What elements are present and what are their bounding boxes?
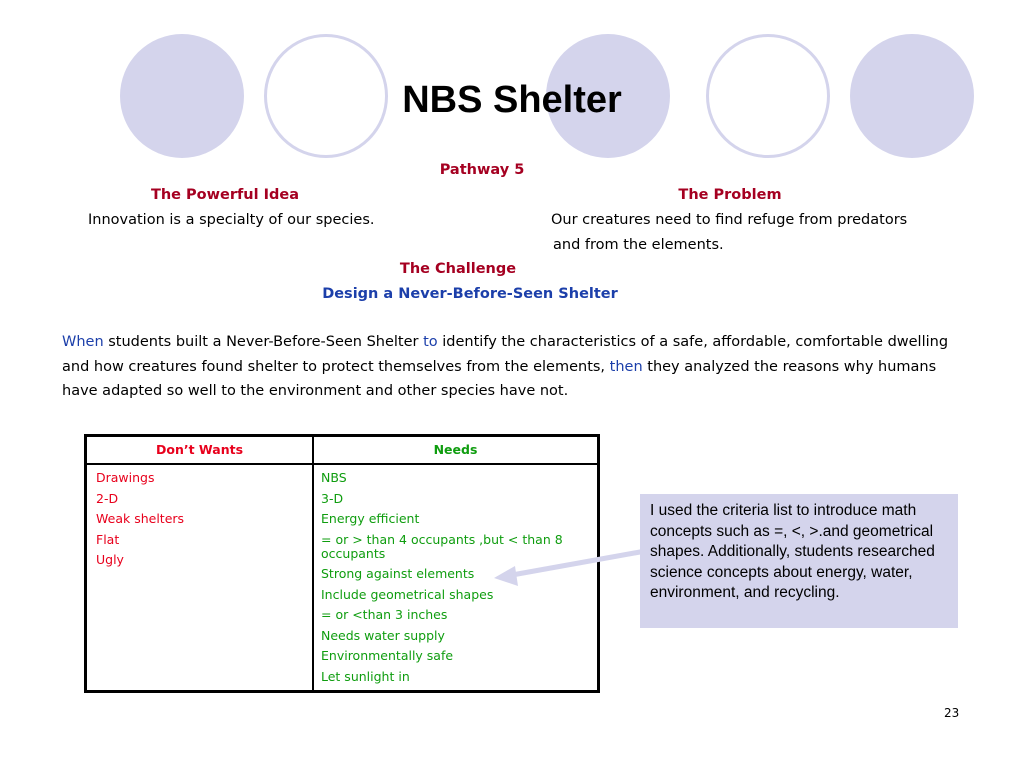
dont-wants-list: Drawings 2-D Weak shelters Flat Ugly (96, 471, 184, 574)
slide-title: NBS Shelter (402, 79, 622, 121)
criteria-table: Don’t Wants Needs Drawings 2-D Weak shel… (84, 434, 600, 693)
needs-item: 3-D (321, 490, 344, 506)
callout-note: I used the criteria list to introduce ma… (640, 494, 958, 628)
decor-circle-3 (546, 34, 670, 158)
keyword-when: When (62, 334, 104, 350)
dont-wants-item: Flat (96, 531, 120, 547)
pathway-label: Pathway 5 (439, 162, 525, 178)
challenge-text: Design a Never-Before-Seen Shelter (322, 286, 618, 302)
powerful-idea-text: Innovation is a specialty of our species… (88, 212, 375, 228)
paragraph-segment-1: students built a Never-Before-Seen Shelt… (103, 334, 424, 350)
table-header-divider (87, 463, 597, 465)
needs-item: = or > than 4 occupants ,but < than 8 oc… (321, 531, 563, 561)
decor-circle-1 (120, 34, 244, 158)
decor-circle-2 (264, 34, 388, 158)
keyword-to: to (423, 334, 438, 350)
dont-wants-header: Don’t Wants (155, 442, 244, 457)
needs-item: NBS (321, 470, 347, 485)
summary-paragraph: When students built a Never-Before-Seen … (62, 330, 962, 404)
problem-heading: The Problem (678, 187, 782, 203)
needs-item: Strong against elements (321, 566, 475, 581)
page-number: 23 (944, 706, 960, 720)
powerful-idea-heading: The Powerful Idea (150, 187, 300, 203)
needs-item: Needs water supply (321, 627, 445, 643)
challenge-heading: The Challenge (399, 261, 517, 277)
needs-item: Let sunlight in (321, 668, 410, 684)
needs-item: Include geometrical shapes (321, 586, 494, 602)
needs-item: Environmentally safe (321, 648, 454, 663)
problem-text-line2: and from the elements. (553, 237, 724, 253)
decor-circle-4 (706, 34, 830, 158)
problem-text-line1: Our creatures need to find refuge from p… (551, 212, 908, 228)
needs-header: Needs (433, 442, 478, 457)
needs-item: = or <than 3 inches (321, 607, 448, 622)
keyword-then: then (609, 358, 643, 375)
needs-list: NBS 3-D Energy efficient = or > than 4 o… (321, 471, 591, 690)
dont-wants-item: Weak shelters (96, 511, 185, 526)
needs-item: Energy efficient (321, 511, 420, 526)
dont-wants-item: 2-D (96, 490, 119, 506)
decor-circle-5 (850, 34, 974, 158)
paragraph-segment-3: they analyzed the reasons why humans hav… (62, 358, 937, 400)
table-column-divider (312, 437, 314, 690)
paragraph-segment-2: identify the characteristics of a safe, … (62, 334, 949, 375)
dont-wants-item: Ugly (96, 552, 124, 567)
dont-wants-item: Drawings (96, 470, 155, 485)
